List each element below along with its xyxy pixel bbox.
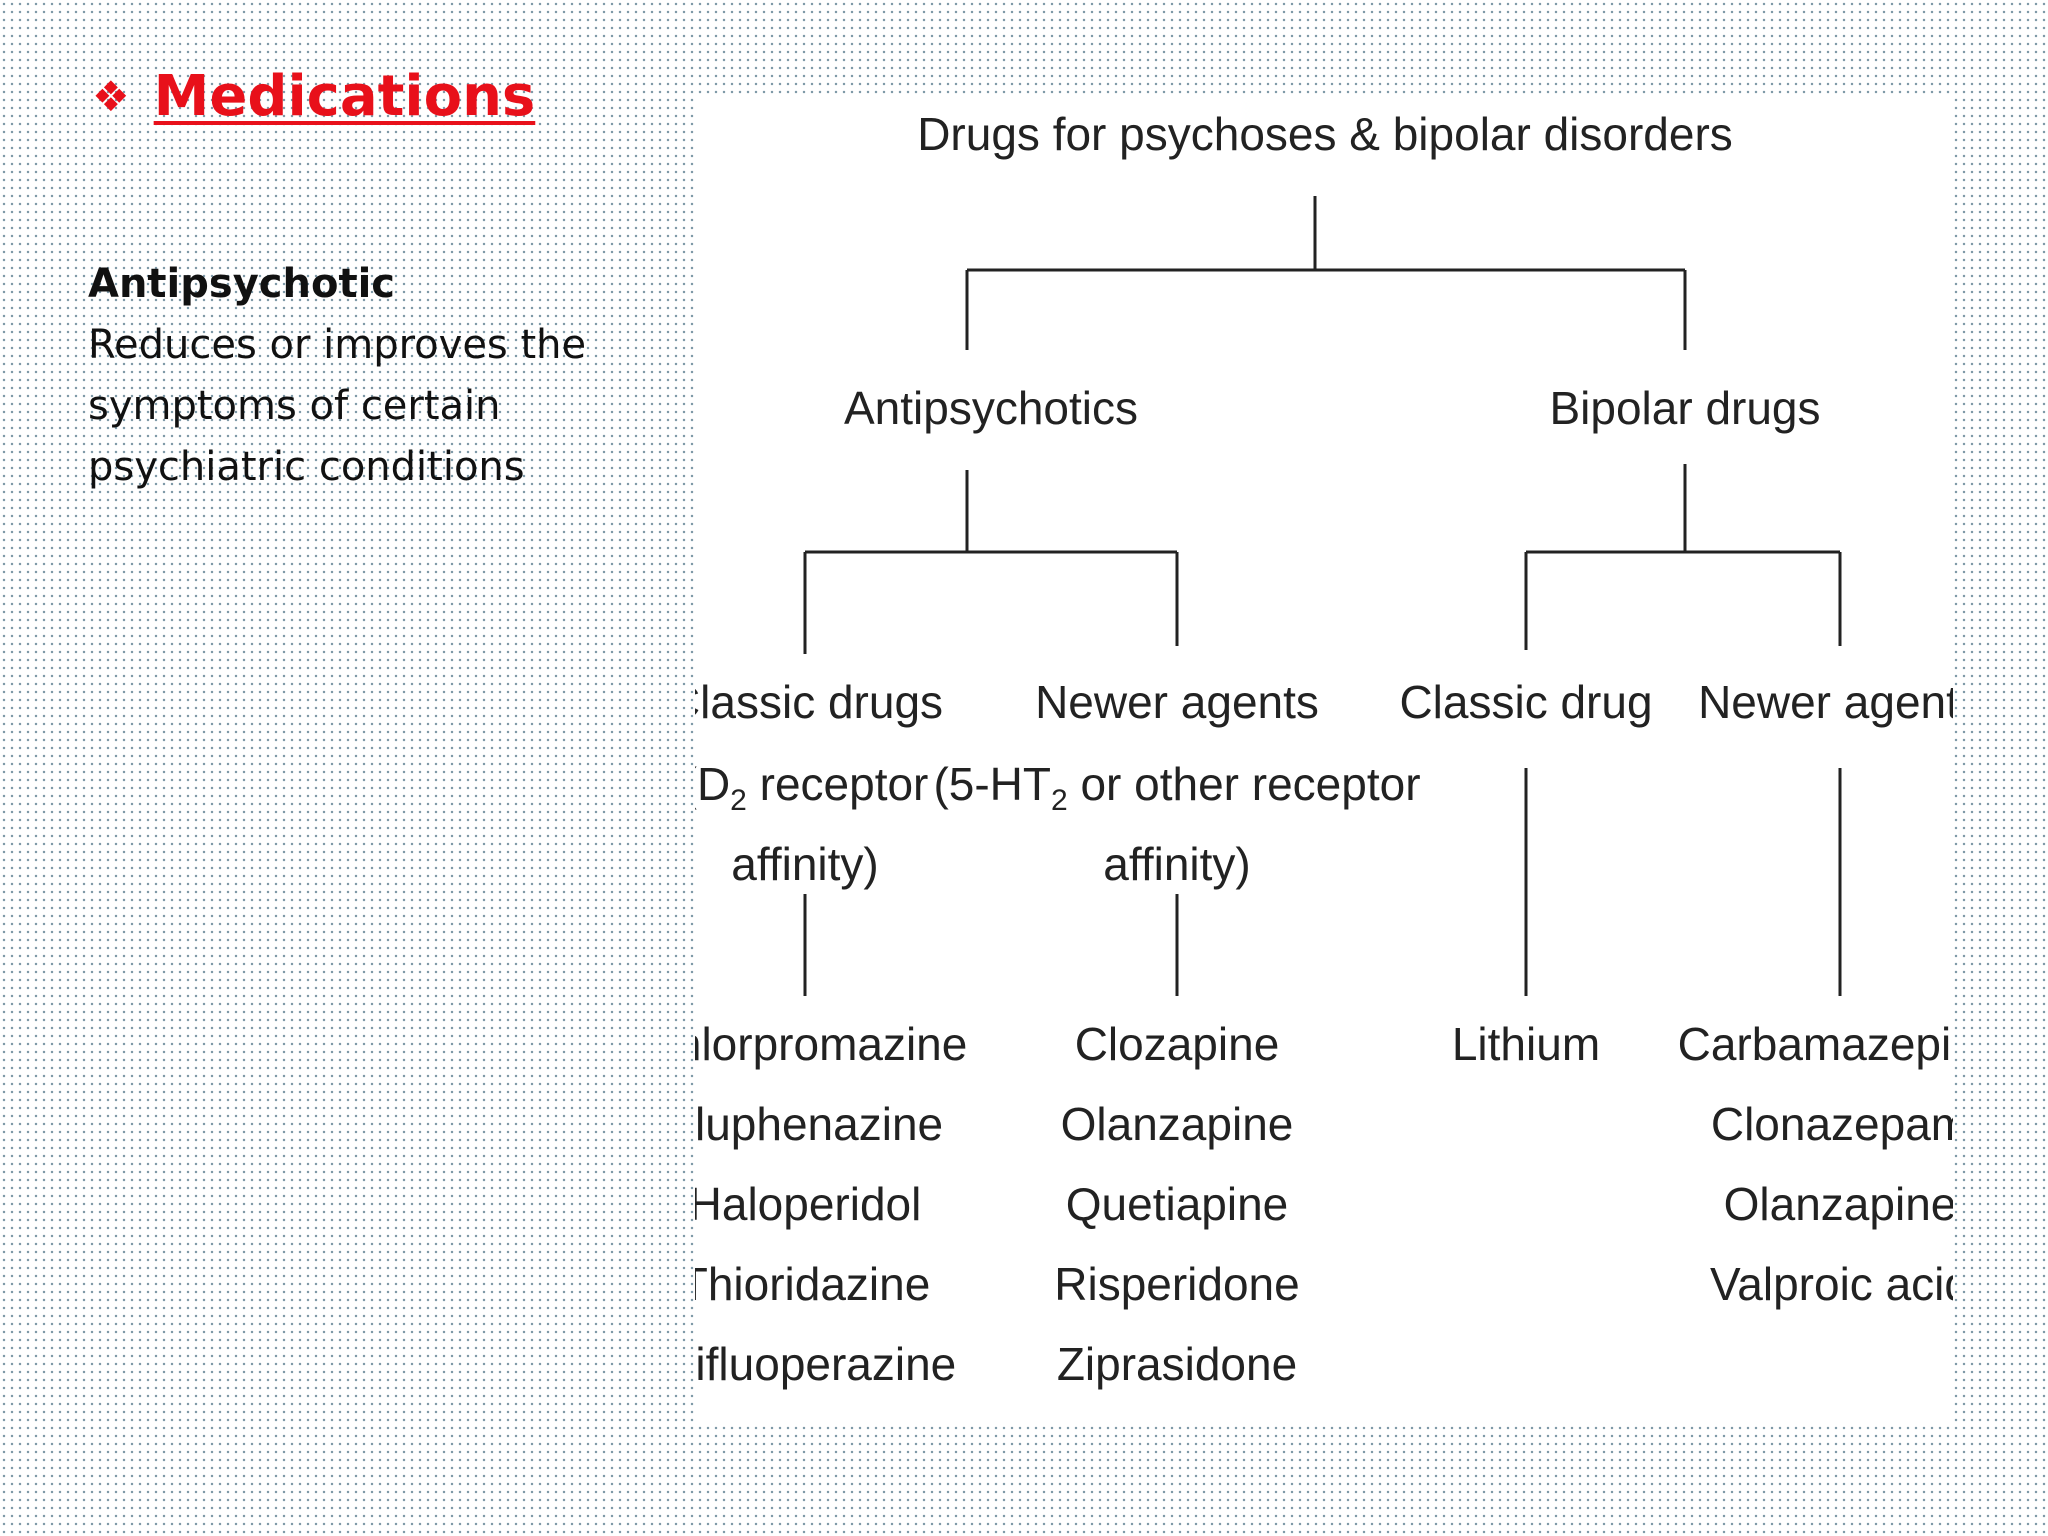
note-rest: or other receptor <box>1068 758 1421 810</box>
antipsychotic-classic-node: Classic drugs (D2 receptor affinity) <box>695 676 943 890</box>
antipsychotic-classic-drug-list: Chlorpromazine Fluphenazine Haloperidol … <box>695 1018 967 1390</box>
drug-name: Olanzapine <box>1061 1098 1294 1150</box>
antipsychotic-newer-label: Newer agents <box>1035 676 1319 728</box>
note-open: (D <box>695 758 730 810</box>
antipsychotic-classic-note: (D2 receptor <box>695 758 928 817</box>
tree-connectors <box>803 196 1842 996</box>
definition-text: Reduces or improves the symptoms of cert… <box>88 322 587 490</box>
antipsychotics-node-label: Antipsychotics <box>844 382 1138 434</box>
antipsychotic-classic-label: Classic drugs <box>695 676 943 728</box>
diamond-bullet-icon: ❖ <box>92 71 130 121</box>
bipolar-newer-label: Newer agents <box>1698 676 1953 728</box>
drug-name: Fluphenazine <box>695 1098 943 1150</box>
drug-name: Quetiapine <box>1066 1178 1289 1230</box>
drug-name: Clozapine <box>1075 1018 1280 1070</box>
root-node-label: Drugs for psychoses & bipolar disorders <box>917 108 1733 160</box>
drug-name: Lithium <box>1452 1018 1600 1070</box>
definition-term: Antipsychotic <box>88 261 395 307</box>
bipolar-newer-drug-list: Carbamazepine Clonazepam Olanzapine Valp… <box>1678 1018 1953 1310</box>
antipsychotic-newer-node: Newer agents (5-HT2 or other receptor af… <box>933 676 1420 890</box>
definition-block: Antipsychotic Reduces or improves the sy… <box>88 254 648 498</box>
note-subscript: 2 <box>1051 784 1068 817</box>
antipsychotic-newer-note: (5-HT2 or other receptor <box>933 758 1420 817</box>
drug-name: Olanzapine <box>1724 1178 1953 1230</box>
slide-title: Medications <box>153 64 536 129</box>
note-rest: receptor <box>747 758 929 810</box>
classification-tree: Drugs for psychoses & bipolar disorders … <box>695 108 1953 1390</box>
antipsychotic-newer-note-line2: affinity) <box>1103 838 1250 890</box>
antipsychotic-classic-note-line2: affinity) <box>731 838 878 890</box>
bipolar-classic-label: Classic drug <box>1399 676 1652 728</box>
note-open: (5-HT <box>933 758 1051 810</box>
drug-name: Clonazepam <box>1711 1098 1953 1150</box>
drug-name: Risperidone <box>1054 1258 1299 1310</box>
note-subscript: 2 <box>730 784 747 817</box>
drug-name: Trifluoperazine <box>695 1338 956 1390</box>
slide-heading: ❖ Medications <box>92 66 535 128</box>
drug-name: Valproic acid <box>1710 1258 1953 1310</box>
bipolar-classic-drug-list: Lithium <box>1452 1018 1600 1070</box>
drug-name: Carbamazepine <box>1678 1018 1953 1070</box>
drug-name: Ziprasidone <box>1057 1338 1297 1390</box>
drug-name: Thioridazine <box>695 1258 930 1310</box>
drug-name: Haloperidol <box>695 1178 921 1230</box>
drug-name: Chlorpromazine <box>695 1018 967 1070</box>
antipsychotic-newer-drug-list: Clozapine Olanzapine Quetiapine Risperid… <box>1054 1018 1299 1390</box>
bipolar-drugs-node-label: Bipolar drugs <box>1549 382 1820 434</box>
drug-classification-diagram: Drugs for psychoses & bipolar disorders … <box>695 98 1953 1423</box>
